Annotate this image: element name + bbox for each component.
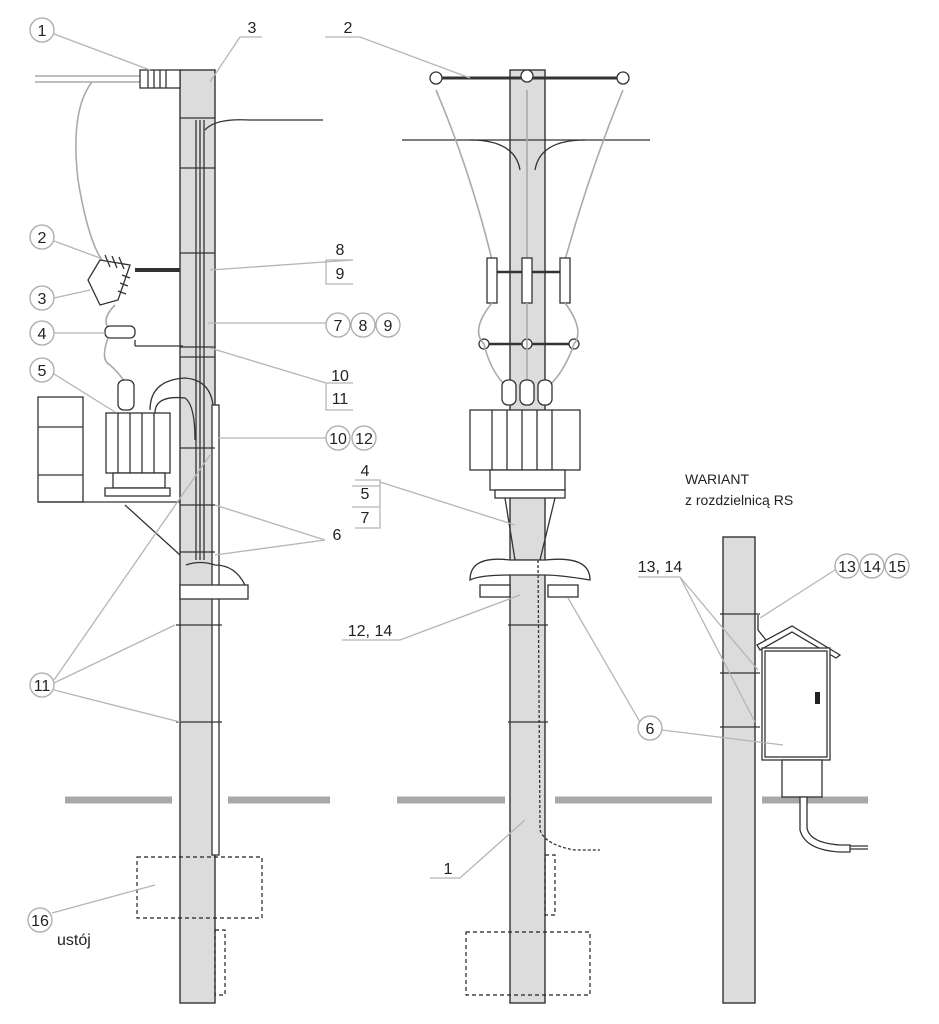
- callout-4-text: 4: [38, 326, 47, 343]
- cable-conduit: [211, 404, 220, 856]
- callout-1-text: 1: [38, 23, 47, 40]
- callout-3-text: 3: [38, 291, 47, 308]
- label-8: 8: [336, 242, 345, 259]
- leader-lines: [325, 36, 641, 879]
- label-1: 1: [444, 861, 453, 878]
- callout-5-text: 5: [38, 363, 47, 380]
- lv-fuse-box: [179, 561, 249, 600]
- callout-13-text: 13: [838, 559, 856, 576]
- lv-switchgear-cover: [469, 558, 591, 582]
- variant-rs-view: WARIANT z rozdzielnicą RS 13, 14 13 14 1…: [600, 471, 910, 1004]
- label-2: 2: [344, 20, 353, 37]
- foundation-label: ustój: [57, 932, 91, 949]
- callout-15-text: 15: [888, 559, 906, 576]
- cable-conduit: [799, 796, 851, 853]
- pole-clamps: [176, 117, 222, 723]
- leader-lines: [51, 33, 354, 914]
- surge-arrester: [103, 304, 183, 383]
- foundation-block: [136, 856, 263, 919]
- switchboard-roof: [756, 625, 842, 659]
- label-3-top: 3: [248, 20, 257, 37]
- callout-10-text: 10: [329, 431, 347, 448]
- label-11: 11: [332, 391, 349, 408]
- disconnector-fuses: [486, 257, 571, 304]
- label-9: 9: [336, 266, 345, 283]
- transformer: [469, 379, 591, 598]
- label-4: 4: [361, 463, 370, 480]
- foundation-block-small: [214, 929, 226, 996]
- middle-view: 2 4 5 7 12, 14 1 6: [325, 20, 712, 1004]
- door-handle: [815, 692, 820, 704]
- concrete-pole: [179, 69, 216, 1004]
- label-7: 7: [361, 510, 370, 527]
- variant-subtitle: z rozdzielnicą RS: [685, 492, 793, 508]
- rs-switchboard: [756, 615, 868, 853]
- label-12-14: 12, 14: [348, 623, 393, 640]
- concrete-pole: [722, 536, 756, 1004]
- callout-6-text: 6: [646, 721, 655, 738]
- transformer: [37, 377, 214, 556]
- callout-7-text: 7: [334, 318, 343, 335]
- label-10: 10: [331, 368, 349, 385]
- label-5: 5: [361, 486, 370, 503]
- callout-14-text: 14: [863, 559, 881, 576]
- variant-title: WARIANT: [685, 471, 749, 487]
- label-13-14: 13, 14: [638, 559, 683, 576]
- label-6: 6: [333, 527, 342, 544]
- disconnector: [87, 254, 180, 306]
- callout-1: [29, 17, 55, 43]
- leader-lines: [638, 567, 839, 746]
- left-view: 1 3 2 3 4 5 8 9 7 8 9 10 11 10 12 6 11 1…: [27, 17, 401, 1004]
- callout-8-text: 8: [359, 318, 368, 335]
- lv-outgoing-line: [204, 119, 323, 131]
- callout-2-text: 2: [38, 230, 47, 247]
- callout-9-text: 9: [384, 318, 393, 335]
- callout-11-text: 11: [34, 678, 51, 695]
- callout-16-text: 16: [31, 913, 49, 930]
- callout-12-text: 12: [355, 431, 373, 448]
